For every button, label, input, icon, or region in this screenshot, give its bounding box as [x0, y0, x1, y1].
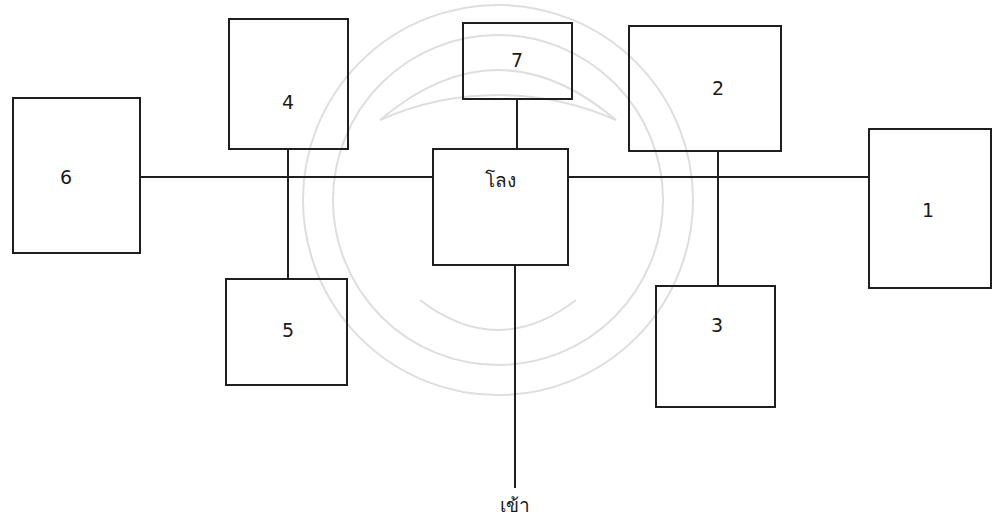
watermark-emblem [303, 5, 693, 395]
room-label: 7 [508, 49, 526, 72]
room-label: 5 [279, 319, 297, 342]
entry-label: เข้า [497, 494, 533, 517]
room-label: 3 [708, 314, 726, 337]
room-box: โลง [432, 148, 569, 266]
room-label: 2 [709, 77, 727, 100]
room-box: 5 [225, 278, 348, 386]
room-label: 1 [919, 199, 937, 222]
room-box: 2 [628, 25, 782, 152]
room-box: 7 [462, 22, 573, 100]
room-box: 4 [228, 18, 349, 150]
room-box: 3 [655, 285, 776, 408]
corridor-line [287, 150, 289, 278]
entry-line [514, 265, 516, 488]
room-label: 4 [279, 91, 297, 114]
room-label: 6 [57, 166, 75, 189]
corridor-line [141, 176, 432, 178]
corridor-line [516, 100, 518, 148]
room-box: 6 [12, 97, 141, 254]
corridor-line [717, 152, 719, 285]
room-label: โลง [482, 169, 519, 192]
room-box: 1 [868, 128, 992, 289]
